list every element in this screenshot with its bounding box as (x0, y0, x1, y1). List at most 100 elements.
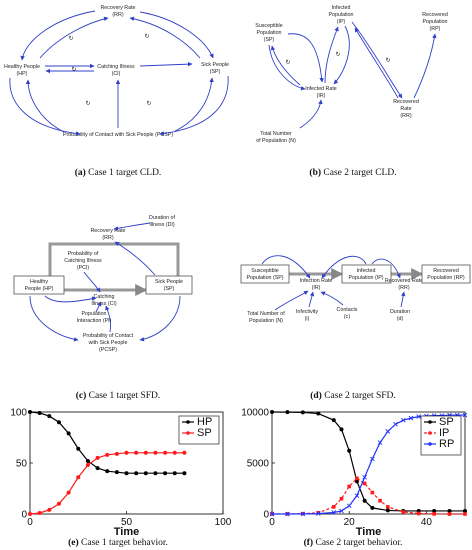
legend-marker-rp (428, 442, 432, 446)
caption-c-text: Case 1 target SFD. (86, 391, 160, 401)
caption-a: (a) Case 1 target CLD. (75, 167, 162, 178)
point-rp-stroke (269, 511, 275, 517)
node-sfd-rr-abbr: (RR) (102, 235, 113, 241)
link-sp-to-rr (139, 11, 214, 59)
point-sp (432, 508, 437, 513)
point-hp (37, 411, 42, 416)
point-ip (401, 510, 406, 514)
series-line-sp (29, 452, 185, 515)
point-rp (354, 493, 360, 498)
point-rp (416, 414, 421, 419)
legend-label-rp: RP (439, 438, 454, 450)
point-sp (134, 450, 139, 455)
point-sp (143, 450, 148, 455)
point-rp (316, 511, 321, 516)
point-hp (76, 446, 81, 451)
caption-e: (e) Case 1 target behavior. (68, 537, 168, 548)
point-sp (124, 450, 129, 455)
node-d-ir-abbr: (IR) (312, 285, 321, 291)
point-rp (385, 429, 391, 434)
legend-marker-hp (186, 420, 190, 424)
y-tick-label: 50 (16, 459, 28, 470)
point-rp (370, 456, 375, 462)
x-tick-label: 100 (215, 517, 232, 528)
link-pcsp-to-sp (174, 77, 214, 132)
point-sp (85, 463, 90, 468)
node-pci-l1: Probability of (68, 251, 99, 257)
node-sick-people-abbr: (SP) (210, 69, 221, 75)
node-pi-l1: Population (81, 311, 106, 317)
link-sp-to-ir-d (261, 255, 311, 279)
loop-marker-4: ↻ (85, 100, 90, 107)
point-hp (105, 469, 110, 474)
node-d-dd-abbr: (d) (397, 316, 404, 322)
series-line-sp (271, 411, 465, 512)
point-rp (331, 510, 337, 515)
caption-d-letter: (d) (310, 390, 322, 401)
legend-marker-sp (186, 431, 190, 435)
point-hp (56, 420, 61, 425)
x-tick-label: 40 (421, 517, 433, 528)
node-recovery-rate-abbr: (RR) (112, 12, 123, 18)
point-rp-stroke (346, 503, 352, 509)
node-catching-illness-abbr: (CI) (112, 71, 121, 77)
loop-marker-b2: ↻ (335, 51, 340, 58)
node-d-ip-l2: Population (IP) (348, 275, 383, 281)
node-hp-l2: People (HP) (25, 286, 54, 292)
node-d-c-abbr: (c) (344, 314, 350, 320)
node-d-rp-l2: Population (RP) (427, 275, 465, 281)
point-rp (346, 503, 352, 509)
flow-pipe-recovery (48, 242, 180, 276)
x-tick-label: 20 (344, 517, 356, 528)
point-ip (463, 512, 467, 516)
link-sp-to-ir (268, 44, 306, 91)
node-recovery-rate: Recovery Rate (100, 5, 135, 11)
link-ip-to-rr (351, 21, 403, 99)
point-sp (331, 418, 336, 423)
panel-c-case1-sfd: Duration of Illness (DI) Recovery Rate (… (13, 215, 193, 401)
x-axis-label: Time (356, 526, 381, 538)
point-sp (463, 508, 467, 513)
point-sp (114, 451, 119, 456)
loop-marker-1: ↻ (68, 35, 73, 42)
point-rp (377, 440, 383, 445)
node-d-ir-l1: Infection Rate (300, 278, 333, 284)
node-pci-abbr: (PCI) (77, 265, 90, 271)
point-ip (432, 512, 436, 516)
legend-marker-sp (428, 420, 432, 424)
link-ci-to-sp (139, 61, 193, 67)
node-d-rr-abbr: (RR) (398, 285, 409, 291)
node-pcsp-abbr: (PCSP) (99, 347, 117, 353)
point-hp (28, 410, 32, 414)
link-rr-to-ip (354, 27, 399, 99)
link-ir-to-sp (270, 45, 301, 86)
loop-marker-b1: ↻ (285, 59, 290, 66)
point-rp (285, 511, 290, 517)
link-n-to-ir (299, 99, 323, 129)
point-ip (378, 498, 382, 503)
link-pcsp-to-ci-sfd (105, 305, 111, 333)
series-line-ip (271, 477, 465, 515)
point-sp (285, 410, 290, 415)
node-rp-l1: Recovered (422, 12, 448, 18)
point-rp (408, 415, 414, 421)
point-rp (400, 417, 406, 423)
y-tick-label: 100 (10, 408, 27, 419)
point-ip (347, 484, 351, 489)
point-rp-stroke (339, 508, 344, 514)
caption-f-text: Case 2 target behavior. (313, 538, 402, 548)
panel-a-case1-cld: Recovery Rate (RR) Healthy People (HP) C… (4, 5, 229, 178)
legend-label-sp: SP (439, 416, 454, 428)
link-hp-to-rr (39, 16, 109, 59)
point-hp (47, 414, 52, 419)
point-sp (182, 450, 187, 455)
point-rp-stroke (370, 456, 375, 462)
node-d-n-l1: Total Number of (247, 311, 285, 317)
node-pcsp-l1: Probability of Contact (83, 333, 134, 339)
node-d-n-l2: Population (N) (249, 318, 283, 324)
node-d-sp-l1: Susceptible (251, 268, 278, 274)
point-sp (66, 490, 71, 495)
y-tick-label: 5000 (247, 459, 270, 470)
